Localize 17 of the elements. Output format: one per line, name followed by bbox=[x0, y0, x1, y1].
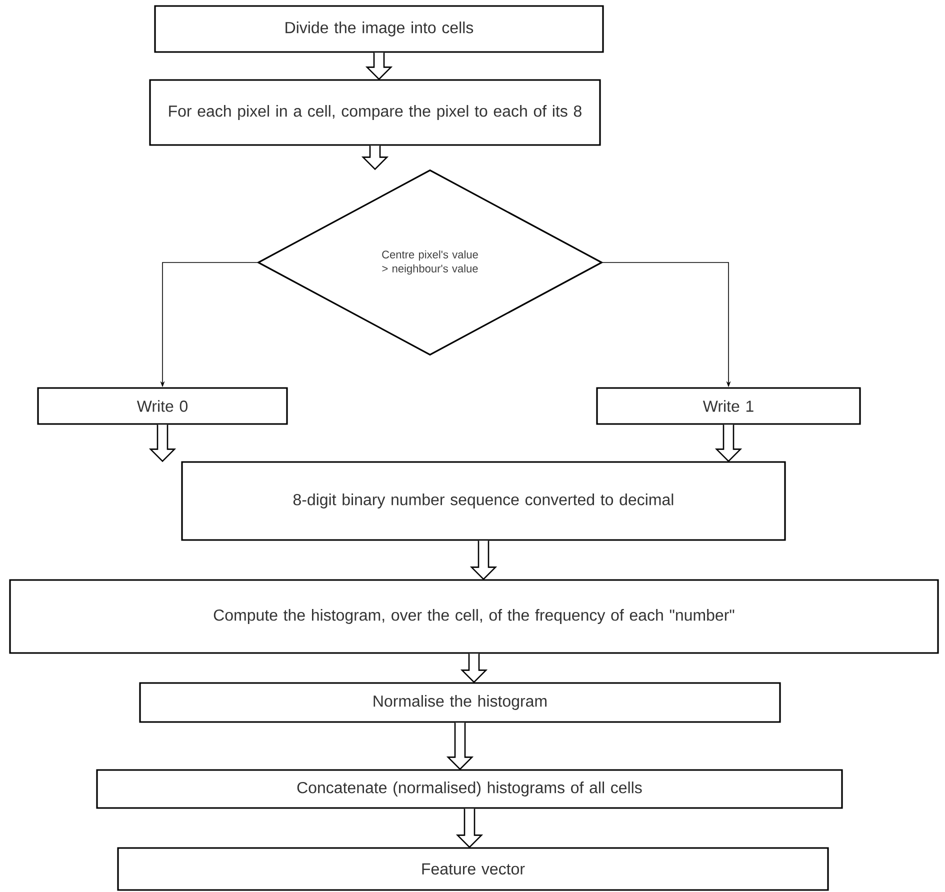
process-box: Divide the image into cells bbox=[154, 5, 604, 53]
process-box: For each pixel in a cell, compare the pixel to each of its 8 bbox=[149, 79, 601, 146]
arrow bbox=[365, 52, 393, 80]
process-box: Write 0 bbox=[37, 387, 288, 425]
process-box: Normalise the histogram bbox=[139, 682, 781, 723]
arrow bbox=[470, 540, 498, 580]
arrow bbox=[148, 424, 176, 462]
process-box: Concatenate (normalised) histograms of all cells bbox=[96, 769, 843, 809]
arrow bbox=[456, 808, 484, 848]
arrow bbox=[714, 424, 742, 462]
arrow bbox=[446, 722, 474, 770]
process-box: Feature vector bbox=[117, 847, 829, 891]
process-box: 8-digit binary number sequence converted to decimal bbox=[181, 461, 786, 541]
arrow bbox=[460, 653, 488, 684]
process-box: Write 1 bbox=[596, 387, 861, 425]
arrow bbox=[361, 145, 389, 170]
process-box: Compute the histogram, over the cell, of the frequency of each "number" bbox=[9, 579, 939, 654]
